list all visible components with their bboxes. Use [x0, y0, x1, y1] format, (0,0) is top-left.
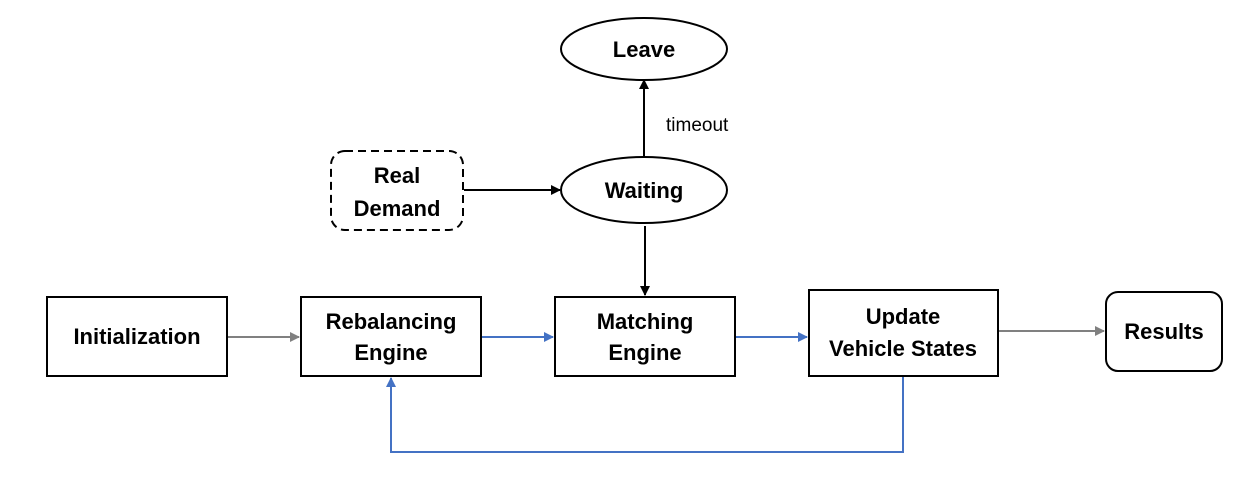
- node-waiting: Waiting: [560, 156, 728, 224]
- svg-text:Leave: Leave: [613, 37, 675, 62]
- node-initialization: Initialization: [46, 296, 228, 377]
- svg-text:Demand: Demand: [354, 196, 441, 221]
- timeout-label: timeout: [666, 115, 729, 136]
- svg-text:Engine: Engine: [608, 340, 681, 365]
- svg-text:Rebalancing: Rebalancing: [326, 309, 457, 334]
- svg-text:Matching: Matching: [597, 309, 694, 334]
- node-matching-engine: Matching Engine: [554, 296, 736, 377]
- node-results: Results: [1105, 291, 1223, 372]
- node-rebalancing-engine: Rebalancing Engine: [300, 296, 482, 377]
- svg-text:Vehicle States: Vehicle States: [829, 336, 977, 361]
- svg-text:Engine: Engine: [354, 340, 427, 365]
- arrow-feedback-loop: [386, 377, 904, 453]
- node-real-demand: Real Demand: [330, 150, 464, 231]
- node-leave: Leave: [560, 17, 728, 81]
- svg-text:Waiting: Waiting: [605, 178, 684, 203]
- node-update-vehicle-states: Update Vehicle States: [808, 289, 999, 377]
- svg-text:Update: Update: [866, 304, 941, 329]
- svg-text:Initialization: Initialization: [73, 324, 200, 349]
- svg-text:Real: Real: [374, 163, 420, 188]
- svg-text:Results: Results: [1124, 319, 1203, 344]
